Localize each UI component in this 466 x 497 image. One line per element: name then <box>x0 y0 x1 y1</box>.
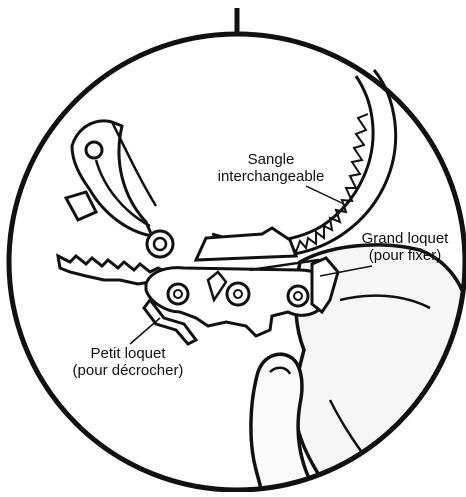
label-big-latch-line1: Grand loquet <box>350 230 460 247</box>
leader-small-latch <box>130 318 160 344</box>
label-big-latch-line2: (pour fixer) <box>350 247 460 264</box>
label-big-latch: Grand loquet (pour fixer) <box>350 230 460 264</box>
leader-strap <box>306 186 344 204</box>
label-strap-line2: interchangeable <box>196 168 346 185</box>
label-small-latch: Petit loquet (pour décrocher) <box>58 345 198 379</box>
label-strap-line1: Sangle <box>196 151 346 168</box>
label-small-latch-line1: Petit loquet <box>58 345 198 362</box>
label-small-latch-line2: (pour décrocher) <box>58 362 198 379</box>
center-block-icon <box>196 228 296 260</box>
adjuster-frame-icon <box>66 121 173 257</box>
label-interchangeable-strap: Sangle interchangeable <box>196 151 346 185</box>
